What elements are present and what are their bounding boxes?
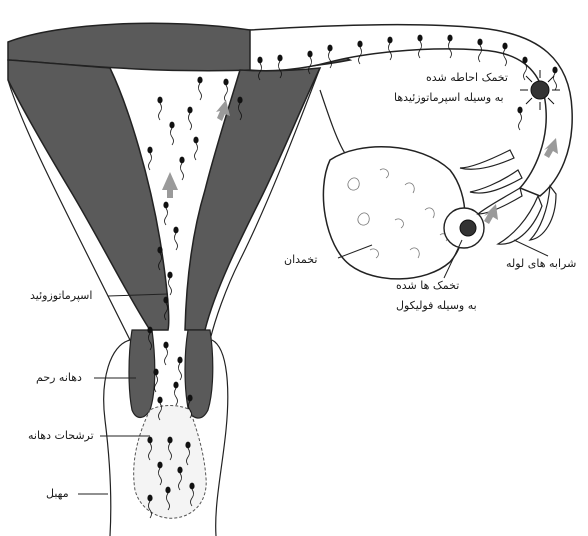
label-fimbriae: شرابه های لوله [506, 256, 576, 271]
label-vagina: مهبل [46, 486, 69, 501]
sperm-tail [159, 103, 162, 120]
sperm-head [187, 107, 192, 114]
sperm-head [477, 39, 482, 46]
label-egg-surrounded-line2: به وسیله اسپرماتوزئیدها [394, 90, 504, 105]
sperm-tail [149, 153, 152, 170]
sperm-tail [195, 143, 198, 160]
sperm-head [165, 487, 170, 494]
sperm-head [157, 397, 162, 404]
sperm-head [257, 57, 262, 64]
sperm-head [237, 97, 242, 104]
sperm-head [522, 57, 527, 64]
label-egg-surrounded-line1: تخمک احاطه شده [426, 70, 508, 85]
ovarian-ligament [320, 90, 350, 160]
sperm-tail [175, 233, 178, 250]
sperm-head [169, 122, 174, 129]
sperm-tail [179, 363, 182, 380]
sperm-tail [169, 278, 172, 295]
sperm-head [157, 247, 162, 254]
sperm-head [277, 55, 282, 62]
sperm-head [147, 327, 152, 334]
sperm-head [173, 382, 178, 389]
sperm-head [167, 437, 172, 444]
sperm-tail [225, 85, 228, 102]
sperm-head [517, 107, 522, 114]
label-ovary: تخمدان [284, 252, 317, 267]
sperm-head [157, 97, 162, 104]
sperm-head [223, 79, 228, 86]
leader-fimbriae [514, 240, 548, 256]
label-spermatozoa: اسپرماتوزوئید [30, 288, 92, 303]
label-cervical-secretions: ترشحات دهانه [28, 428, 94, 443]
sperm-head [193, 137, 198, 144]
sperm-tail [189, 113, 192, 130]
sperm-head [552, 67, 557, 74]
sperm-tail [519, 113, 522, 130]
sperm-tail [171, 128, 174, 145]
sperm-head [173, 227, 178, 234]
sperm-head [185, 442, 190, 449]
sperm-head [447, 35, 452, 42]
sperm-tail [165, 348, 168, 365]
uterine-wall-right [185, 68, 320, 330]
vagina-outline [104, 340, 130, 536]
sperm-tail [181, 163, 184, 180]
sperm-head [177, 467, 182, 474]
sperm-head [157, 462, 162, 469]
sperm-head [167, 272, 172, 279]
sperm-head [357, 41, 362, 48]
sperm-head [502, 43, 507, 50]
sperm-head [147, 147, 152, 154]
sperm-head [147, 495, 152, 502]
sperm-head [163, 202, 168, 209]
sperm-head [187, 395, 192, 402]
vagina-outline-right [212, 340, 228, 536]
sperm-head [387, 37, 392, 44]
sperm-head [417, 35, 422, 42]
sperm-head [177, 357, 182, 364]
ovary [323, 147, 465, 279]
sperm-tail [524, 63, 527, 80]
follicle-egg [460, 220, 476, 236]
arrow-up-icon [162, 172, 178, 198]
tube-egg [531, 81, 549, 99]
label-egg-follicle-line2: به وسیله فولیکول [396, 298, 477, 313]
sperm-tail [175, 388, 178, 405]
sperm-head [327, 45, 332, 52]
cervix-right-lobe [185, 330, 213, 418]
sperm-tail [165, 208, 168, 225]
cervical-secretions [134, 406, 207, 519]
label-cervix: دهانه رحم [36, 370, 82, 385]
sperm-head [197, 77, 202, 84]
sperm-head [163, 297, 168, 304]
sperm-head [153, 369, 158, 376]
sperm-head [307, 51, 312, 58]
sperm-head [189, 483, 194, 490]
label-egg-follicle-line1: تخمک ها شده [396, 278, 459, 293]
sperm-head [163, 342, 168, 349]
sperm-head [179, 157, 184, 164]
sperm-tail [199, 83, 202, 100]
sperm-head [147, 437, 152, 444]
